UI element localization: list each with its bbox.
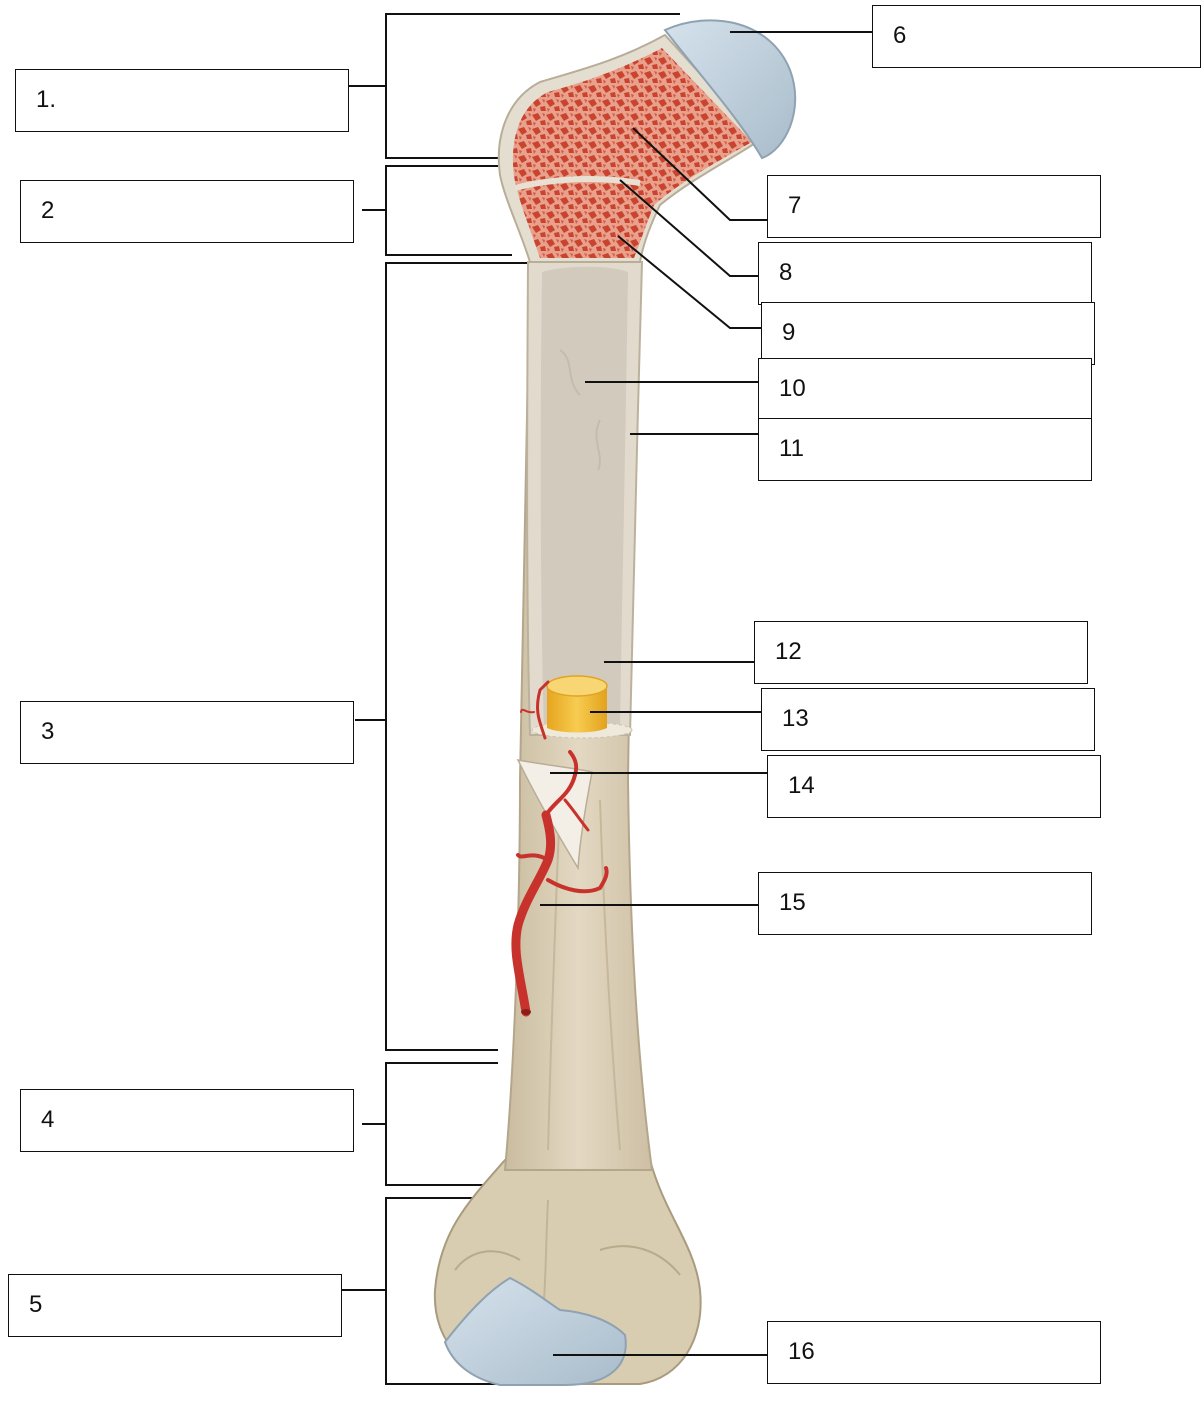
medullary-cavity [541, 267, 628, 728]
label-box-5[interactable]: 5 [8, 1274, 342, 1337]
label-number: 4 [41, 1106, 54, 1134]
label-number: 12 [775, 638, 802, 666]
label-number: 9 [782, 319, 795, 347]
label-box-7[interactable]: 7 [767, 175, 1101, 238]
label-number: 14 [788, 772, 815, 800]
label-number: 5 [29, 1291, 42, 1319]
label-box-16[interactable]: 16 [767, 1321, 1101, 1384]
label-box-15[interactable]: 15 [758, 872, 1092, 935]
bracket-3 [386, 263, 528, 1050]
bracket-4 [386, 1063, 498, 1185]
label-number: 15 [779, 889, 806, 917]
label-box-13[interactable]: 13 [761, 688, 1095, 751]
label-box-10[interactable]: 10 [758, 358, 1092, 421]
label-number: 13 [782, 705, 809, 733]
label-number: 11 [779, 435, 804, 463]
label-number: 7 [788, 192, 801, 220]
label-box-9[interactable]: 9 [761, 302, 1095, 365]
label-box-12[interactable]: 12 [754, 621, 1088, 684]
label-number: 16 [788, 1338, 815, 1366]
label-box-11[interactable]: 11 [758, 418, 1092, 481]
label-box-3[interactable]: 3 [20, 701, 354, 764]
label-number: 8 [779, 259, 792, 287]
label-box-1[interactable]: 1. [15, 69, 349, 132]
label-number: 1. [36, 86, 56, 114]
label-number: 3 [41, 718, 54, 746]
label-number: 6 [893, 22, 906, 50]
label-box-6[interactable]: 6 [872, 5, 1201, 68]
label-box-8[interactable]: 8 [758, 242, 1092, 305]
label-number: 10 [779, 375, 806, 403]
label-box-2[interactable]: 2 [20, 180, 354, 243]
bracket-2 [386, 166, 512, 255]
label-box-14[interactable]: 14 [767, 755, 1101, 818]
label-number: 2 [41, 197, 54, 225]
label-box-4[interactable]: 4 [20, 1089, 354, 1152]
